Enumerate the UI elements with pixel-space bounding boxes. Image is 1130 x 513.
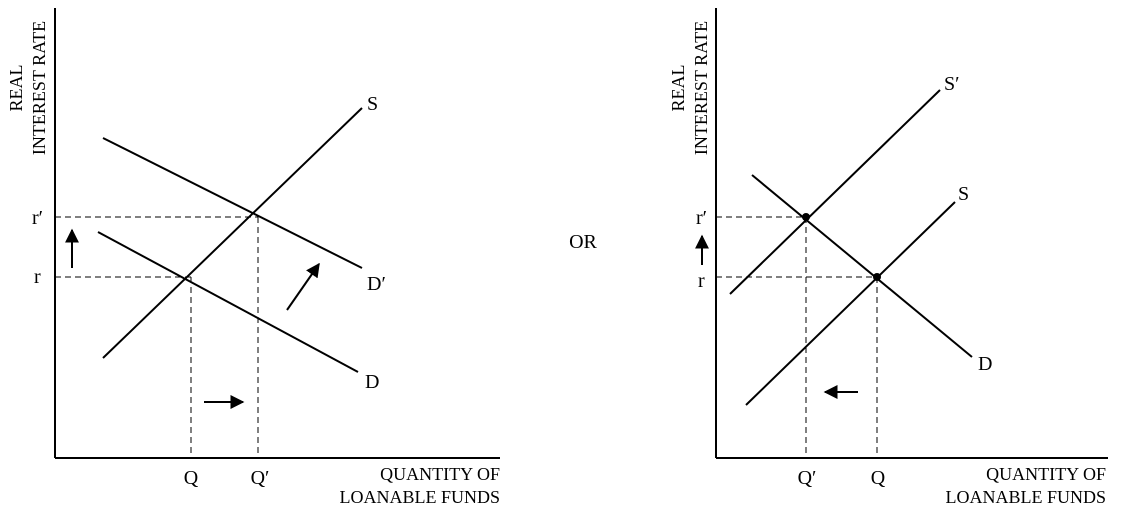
- left-demand-curve: [97, 231, 359, 373]
- left-q-prime-tick: Q′: [251, 467, 270, 489]
- right-r-tick: r: [698, 270, 705, 292]
- left-y-axis-label-line2: INTEREST RATE: [29, 21, 49, 155]
- left-supply-label: S: [367, 93, 378, 115]
- right-supply-prime-curve: [729, 89, 941, 295]
- right-y-axis-label-line2: INTEREST RATE: [691, 21, 711, 155]
- left-panel: REAL INTEREST RATE QUANTITY OF LOANABLE …: [6, 8, 500, 507]
- left-demand-prime-curve: [102, 137, 363, 269]
- right-q-prime-tick: Q′: [798, 467, 817, 489]
- right-panel: REAL INTEREST RATE QUANTITY OF LOANABLE …: [668, 8, 1108, 507]
- left-q-tick: Q: [184, 467, 199, 489]
- right-q-tick: Q: [871, 467, 886, 489]
- right-x-axis-label-line1: QUANTITY OF: [986, 464, 1106, 484]
- left-r-prime-tick: r′: [32, 207, 43, 229]
- right-demand-curve: [751, 174, 973, 358]
- right-new-equilibrium-point: [802, 213, 810, 221]
- left-demand-prime-label: D′: [367, 273, 386, 295]
- left-r-tick: r: [34, 266, 41, 288]
- left-supply-curve: [102, 107, 363, 359]
- right-supply-prime-label: S′: [944, 73, 960, 95]
- right-r-prime-tick: r′: [696, 207, 707, 229]
- left-x-axis-label-line1: QUANTITY OF: [380, 464, 500, 484]
- left-x-axis-label-line2: LOANABLE FUNDS: [339, 487, 500, 507]
- right-supply-label: S: [958, 183, 969, 205]
- left-demand-label: D: [365, 371, 379, 393]
- right-old-equilibrium-point: [873, 273, 881, 281]
- right-demand-label: D: [978, 353, 992, 375]
- right-x-axis-label-line2: LOANABLE FUNDS: [945, 487, 1106, 507]
- or-separator: OR: [569, 231, 597, 253]
- right-y-axis-label-line1: REAL: [668, 65, 688, 112]
- left-y-axis-label-line1: REAL: [6, 65, 26, 112]
- right-supply-curve: [745, 201, 956, 406]
- left-demand-shift-arrow: [286, 262, 320, 311]
